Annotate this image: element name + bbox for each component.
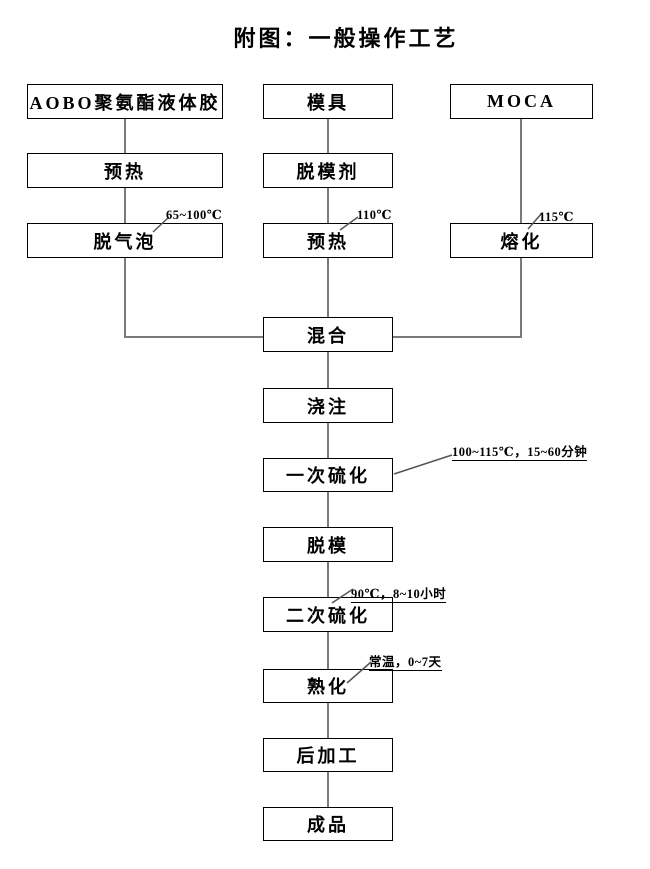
node-first-vulcanization: 一次硫化: [263, 458, 393, 492]
node-mix: 混合: [263, 317, 393, 352]
connector-line: [327, 631, 329, 669]
connector-line: [393, 336, 522, 338]
node-post-processing: 后加工: [263, 738, 393, 772]
annotation-preheat-temp: 110℃: [357, 208, 393, 222]
connector-line: [327, 561, 329, 597]
connector-line: [520, 257, 522, 338]
connector-line: [327, 702, 329, 738]
node-preheat-mold: 预热: [263, 223, 393, 258]
connector-line: [327, 422, 329, 458]
node-aobo-polyurethane-liquid-glue: AOBO聚氨酯液体胶: [27, 84, 223, 119]
annotation-cure-temp: 常温，0~7天: [369, 651, 442, 671]
node-finished-product: 成品: [263, 807, 393, 841]
connector-line: [327, 491, 329, 527]
connector-line: [327, 188, 329, 223]
node-release-agent: 脱模剂: [263, 153, 393, 188]
connector-line: [124, 119, 126, 153]
connector-line: [327, 119, 329, 153]
annotation-first-vulc-temp: 100~115℃，15~60分钟: [452, 441, 588, 461]
connector-line: [327, 257, 329, 317]
node-cure: 熟化: [263, 669, 393, 703]
connector-line: [327, 771, 329, 807]
node-mold: 模具: [263, 84, 393, 119]
connector-line: [124, 336, 263, 338]
node-preheat-glue: 预热: [27, 153, 223, 188]
leader-line-first-vulc-temp: [393, 454, 453, 475]
node-pour: 浇注: [263, 388, 393, 423]
connector-line: [327, 351, 329, 388]
connector-line: [124, 188, 126, 223]
annotation-melt-temp: 115℃: [539, 210, 575, 224]
connector-line: [520, 119, 522, 223]
annotation-degas-temp: 65~100℃: [166, 208, 223, 222]
node-degas: 脱气泡: [27, 223, 223, 258]
node-demold: 脱模: [263, 527, 393, 562]
page-title: 附图：一般操作工艺: [233, 26, 459, 51]
connector-line: [124, 257, 126, 338]
node-melt: 熔化: [450, 223, 593, 258]
node-moca: MOCA: [450, 84, 593, 119]
annotation-second-vulc-temp: 90℃，8~10小时: [351, 583, 447, 603]
